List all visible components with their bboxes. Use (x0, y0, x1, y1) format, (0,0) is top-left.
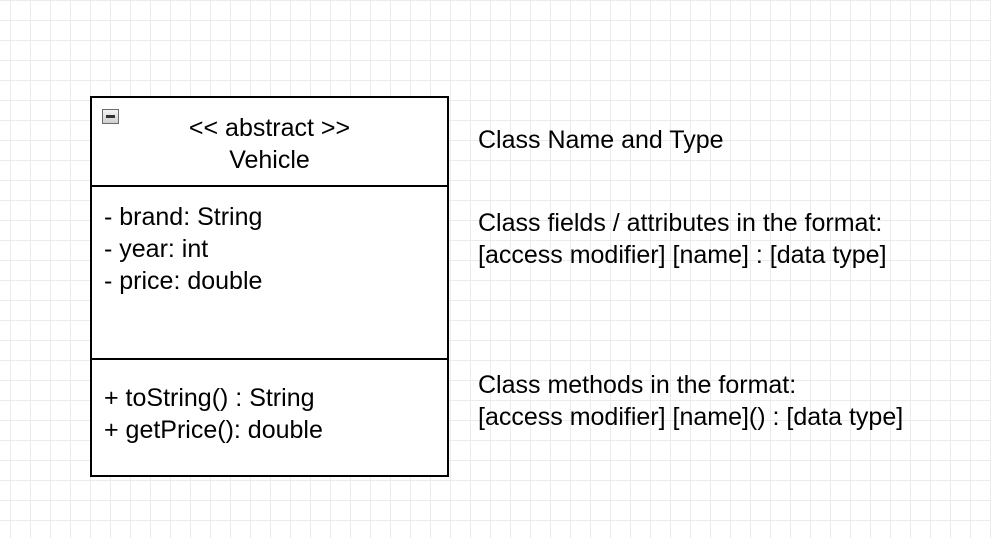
annotation-fields-line-2: [access modifier] [name] : [data type] (478, 241, 887, 269)
method-tostring: + toString() : String (104, 384, 315, 412)
class-header-compartment: << abstract >> Vehicle (92, 98, 447, 187)
uml-class-box[interactable]: << abstract >> Vehicle - brand: String -… (90, 96, 449, 477)
class-fields-compartment: - brand: String - year: int - price: dou… (92, 187, 447, 360)
fields-list: - brand: String - year: int - price: dou… (104, 201, 262, 297)
field-brand: - brand: String (104, 203, 263, 231)
annotation-fields-line-1: Class fields / attributes in the format: (478, 209, 883, 237)
method-getprice: + getPrice(): double (104, 416, 323, 444)
annotation-class-methods: Class methods in the format: [access mod… (478, 369, 903, 433)
annotation-class-fields: Class fields / attributes in the format:… (478, 207, 887, 271)
field-price: - price: double (104, 267, 263, 295)
collapse-minus-icon[interactable] (102, 109, 119, 124)
minus-bar (106, 115, 115, 118)
field-year: - year: int (104, 235, 209, 263)
class-name: Vehicle (229, 146, 310, 174)
class-stereotype: << abstract >> (188, 114, 351, 142)
annotation-methods-line-1: Class methods in the format: (478, 371, 797, 399)
annotation-class-name-type: Class Name and Type (478, 124, 724, 156)
methods-list: + toString() : String + getPrice(): doub… (104, 382, 323, 446)
annotation-name-line-1: Class Name and Type (478, 126, 724, 154)
annotation-methods-line-2: [access modifier] [name]() : [data type] (478, 403, 904, 431)
class-methods-compartment: + toString() : String + getPrice(): doub… (92, 360, 447, 475)
